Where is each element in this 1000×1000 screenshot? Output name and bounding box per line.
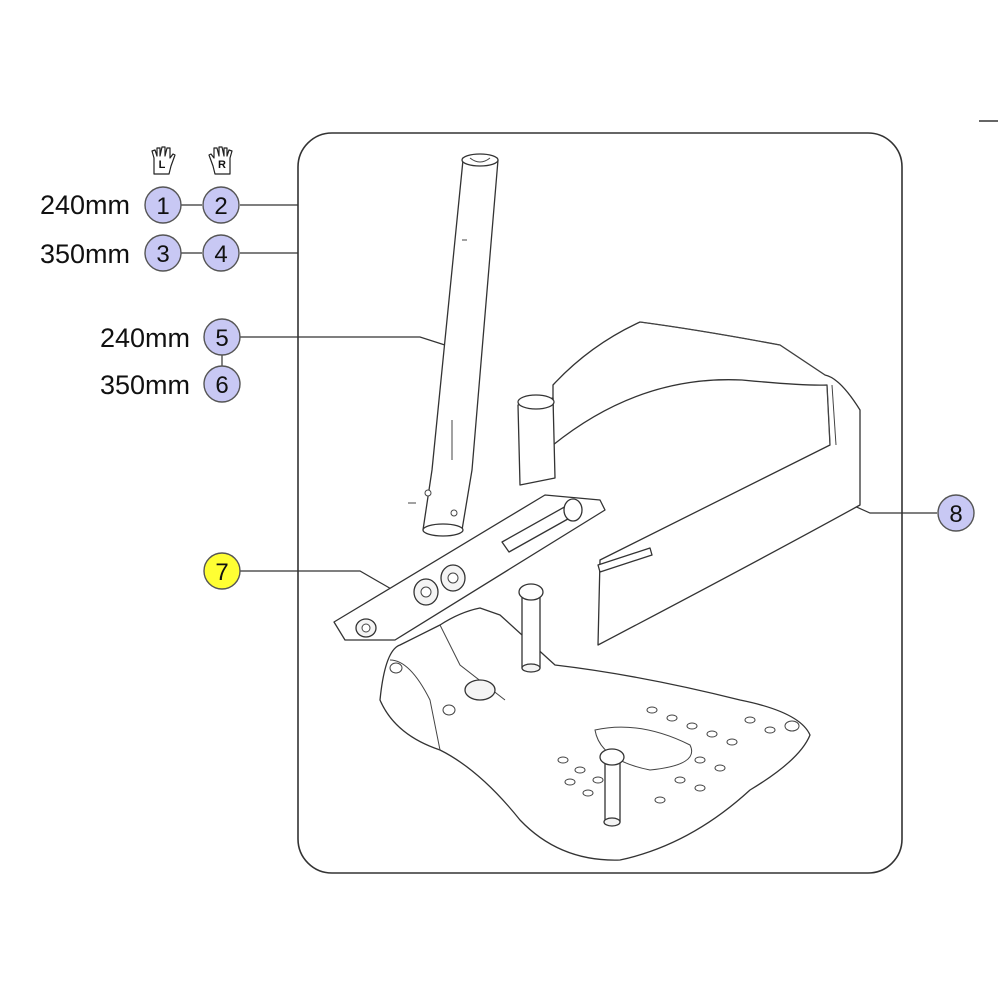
svg-text:7: 7 — [215, 559, 228, 586]
pin-front — [599, 748, 625, 827]
callout-5: 5 — [203, 318, 241, 356]
left-hand-letter: L — [159, 159, 166, 171]
callout-6: 6 — [203, 365, 241, 403]
callout-3: 3 — [144, 234, 182, 272]
bolt — [501, 498, 583, 553]
mounting-plate-kit — [333, 494, 606, 641]
leader-5-tube — [240, 336, 449, 347]
size-label-350mm-top: 350mm — [40, 239, 130, 269]
callout-8: 8 — [937, 494, 975, 532]
svg-text:2: 2 — [214, 193, 227, 220]
spacer-right — [440, 564, 466, 592]
size-label-350mm-mid: 350mm — [100, 370, 190, 400]
assembly-frame — [297, 132, 903, 874]
svg-text:5: 5 — [215, 325, 228, 352]
footplate-holes — [557, 706, 776, 804]
size-label-240mm-mid: 240mm — [100, 323, 190, 353]
leader-7-plate — [240, 570, 394, 591]
svg-text:3: 3 — [156, 241, 169, 268]
calf-strap — [517, 321, 861, 646]
svg-text:6: 6 — [215, 372, 228, 399]
left-hand-icon: L — [151, 146, 176, 175]
right-hand-letter: R — [218, 159, 226, 171]
right-hand-icon: R — [208, 146, 233, 175]
svg-text:1: 1 — [156, 193, 169, 220]
strap-clip-right — [597, 547, 653, 573]
nut — [355, 618, 377, 638]
callout-7: 7 — [203, 552, 241, 590]
callout-4: 4 — [202, 234, 240, 272]
callout-2: 2 — [202, 186, 240, 224]
callout-1: 1 — [144, 186, 182, 224]
size-label-240mm-top: 240mm — [40, 190, 130, 220]
spacer-left — [413, 578, 439, 606]
strap-clip-left — [517, 394, 556, 486]
pin-rear — [518, 583, 544, 673]
svg-text:4: 4 — [214, 241, 227, 268]
footplate — [379, 607, 811, 861]
support-tube — [408, 153, 499, 537]
svg-text:8: 8 — [949, 501, 962, 528]
